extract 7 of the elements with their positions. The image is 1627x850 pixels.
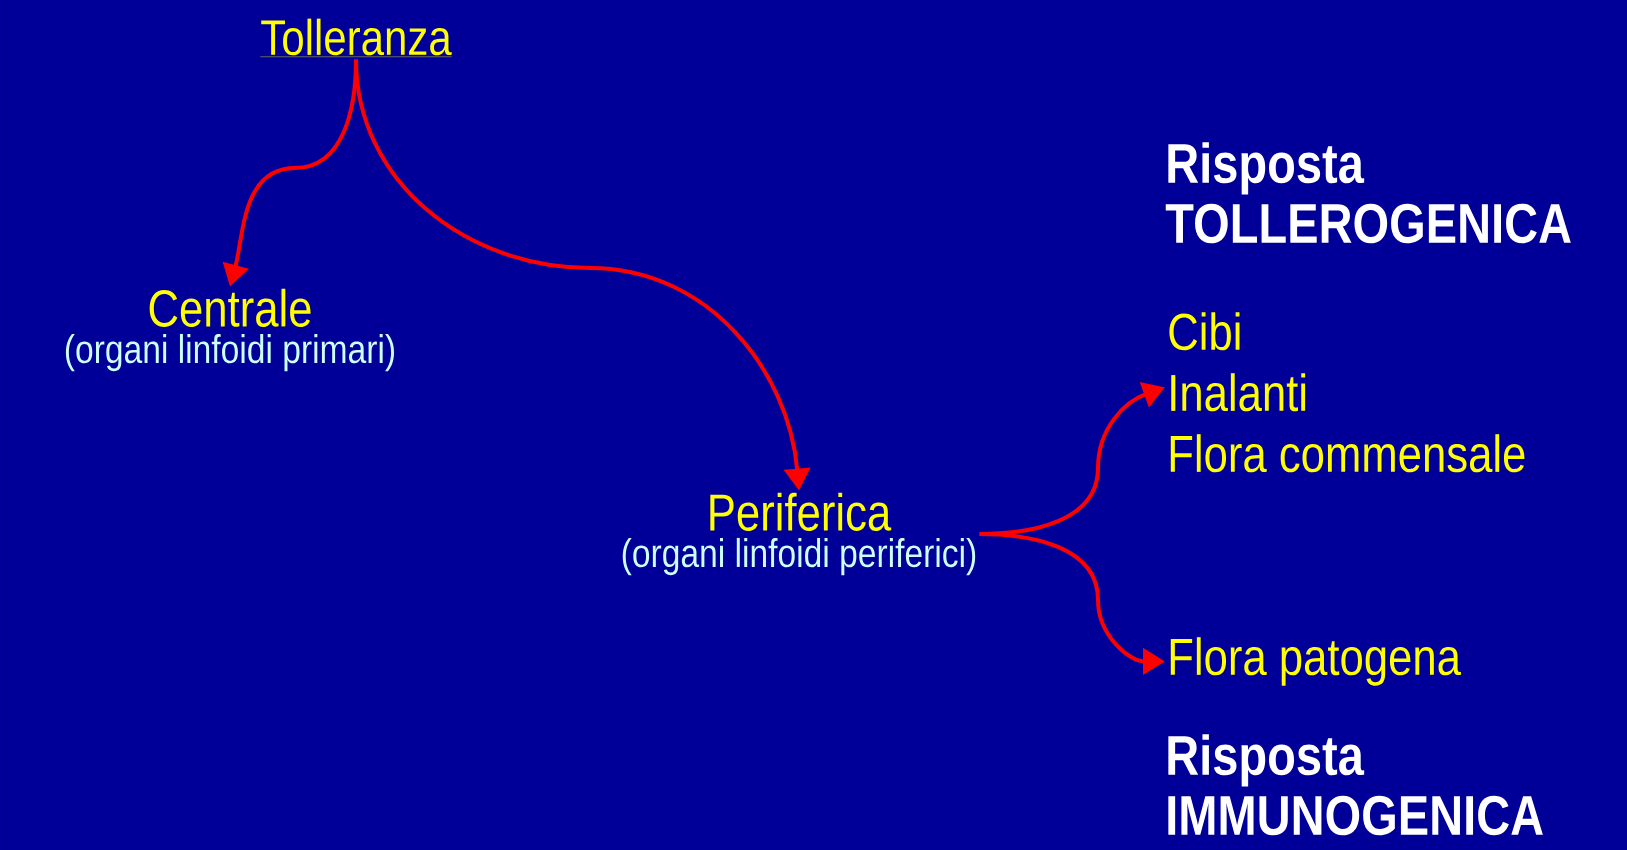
category-text: Centrale (organi linfoidi primari) xyxy=(65,288,394,372)
heading-text: Tolleranza xyxy=(260,18,452,57)
category-text: Periferica (organi linfoidi periferici) xyxy=(622,492,976,576)
item-text: Flora patogena xyxy=(1170,637,1461,686)
response-label: Risposta TOLLEROGENICA xyxy=(1165,142,1571,244)
response-label: Risposta IMMUNOGENICA xyxy=(1168,734,1543,836)
item-list: Cibi Inalanti Flora commensale xyxy=(1169,312,1525,473)
